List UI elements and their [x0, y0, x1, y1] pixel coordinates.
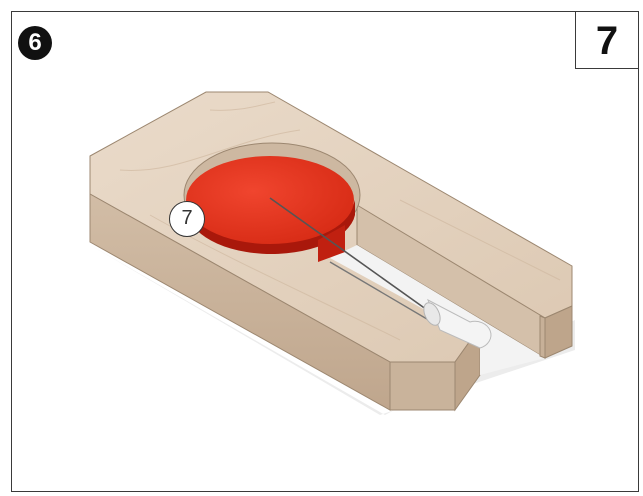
- part-callout: 7: [169, 201, 205, 237]
- wood-block-chamfer: [390, 362, 455, 410]
- wood-block-right-front: [540, 316, 545, 358]
- red-disc-part: [186, 156, 354, 244]
